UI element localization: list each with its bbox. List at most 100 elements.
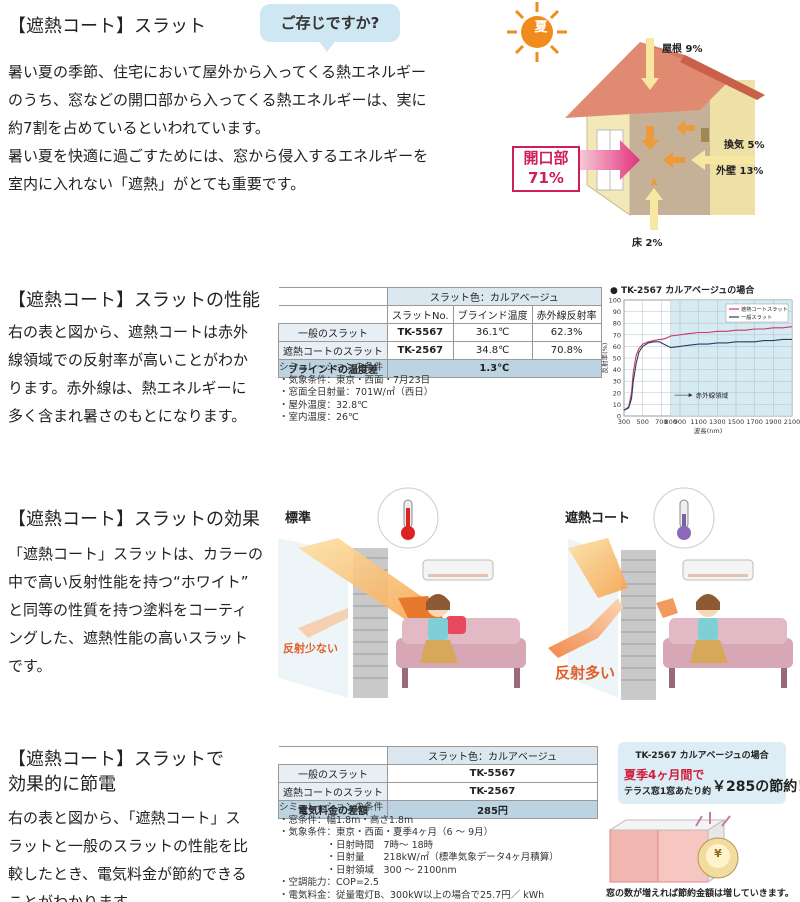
effect-line: ングした、遮熱性能の高いスラット: [8, 629, 249, 647]
floor-ratio: 床 2%: [632, 238, 663, 249]
roof-ratio: 屋根 9%: [662, 44, 703, 55]
vent-ratio: 換気 5%: [724, 140, 765, 151]
row-value: TK-5567: [387, 764, 598, 783]
y-tick-label: 10: [613, 401, 621, 409]
effect-line: 「遮熱コート」スラットは、カラーの: [8, 545, 264, 563]
x-tick-label: 1700: [746, 418, 763, 426]
intro-title: 【遮熱コート】スラット: [8, 16, 206, 37]
standard-label: 標準: [285, 511, 312, 526]
table-diff-row: 電気料金の差額 285円: [278, 800, 598, 819]
saving-color-header: スラット色：カルアベージュ: [387, 746, 598, 765]
note-line: ・窓面全日射量：701W/㎡（西日）: [279, 387, 434, 398]
x-tick-label: 500: [636, 418, 648, 426]
note-line: ・日射時間 7時～ 18時: [279, 839, 434, 851]
col-blind-temp: ブラインド温度: [452, 305, 533, 324]
opening-name: 開口部: [523, 149, 569, 167]
promo-red: 夏季4ヶ月間で: [624, 768, 705, 782]
chart-title: ● TK-2567 カルアベージュの場合: [610, 286, 755, 296]
performance-table: スラット色：カルアベージュ スラットNo. ブラインド温度 赤外線反射率 一般の…: [278, 287, 602, 378]
table-diff-row: ブラインドの温度差 1.3℃: [278, 359, 602, 378]
intro-line: 暑い夏を快適に過ごすためには、窓から侵入するエネルギーを: [8, 147, 429, 165]
row-value: TK-2567: [387, 782, 598, 801]
y-tick-label: 30: [613, 378, 621, 386]
row-label: 遮熱コートのスラット: [278, 341, 388, 360]
info-bubble-text: ご存じですか?: [260, 4, 400, 42]
note-line: シミュレーションの条件: [279, 802, 384, 813]
row-slat-no: TK-5567: [387, 323, 454, 342]
opening-badge: 開口部 71%: [512, 146, 580, 192]
y-tick-label: 70: [613, 331, 621, 339]
intro-line: 暑い夏の季節、住宅において屋外から入ってくる熱エネルギー: [8, 63, 427, 81]
saving-line: ことがわかります。: [8, 893, 142, 902]
room-scenes-illustration: [278, 487, 793, 700]
saving-line: 右の表と図から、「遮熱コート」ス: [8, 809, 241, 827]
coin-icon: ¥: [714, 847, 722, 860]
opening-value: 71%: [528, 169, 564, 187]
wall-ratio: 外壁 13%: [716, 166, 764, 177]
house-heat-illustration: [507, 2, 765, 230]
saving-table: スラット色：カルアベージュ 一般のスラット TK-5567 遮熱コートのスラット…: [278, 746, 598, 819]
region-arrow-head: [688, 393, 693, 398]
x-tick-label: 1300: [709, 418, 726, 426]
x-tick-label: 700: [655, 418, 667, 426]
intro-line: のうち、窓などの開口部から入ってくる熱エネルギーは、実に: [8, 91, 427, 109]
sun-label: 夏: [534, 20, 548, 35]
chart-legend: [725, 303, 789, 323]
table-row: 遮熱コートのスラット TK-2567: [278, 782, 598, 801]
info-bubble: ご存じですか?: [260, 4, 400, 54]
saving-paragraph: 右の表と図から、「遮熱コート」ス ラットと一般のスラットの性能を比 較したとき、…: [8, 804, 248, 902]
performance-paragraph: 右の表と図から、遮熱コートは赤外 線領域での反射率が高いことがわか ります。赤外…: [8, 318, 248, 430]
row-temp: 36.1℃: [452, 323, 533, 342]
note-line: ・日射量 218kW/㎡（標準気象データ4ヶ月積算）: [279, 852, 559, 863]
intro-paragraph: 暑い夏の季節、住宅において屋外から入ってくる熱エネルギー のうち、窓などの開口部…: [8, 58, 428, 198]
series-line: [623, 326, 793, 411]
y-tick-label: 90: [613, 308, 621, 316]
note-line: ・電気料金：従量電灯B、300kW以上の場合で25.7円／ kWh: [279, 889, 545, 901]
col-ir-reflect: 赤外線反射率: [531, 305, 602, 324]
row-label: 一般のスラット: [278, 323, 388, 342]
bubble-tail: [318, 40, 336, 52]
intro-line: 約7割を占めているといわれています。: [8, 119, 270, 137]
y-tick-label: 80: [613, 320, 621, 328]
effect-line: 中で高い反射性能を持つ“ホワイト”: [8, 573, 249, 591]
diff-label: ブラインドの温度差: [278, 359, 388, 378]
performance-notes: シミュレーションの条件 ・気象条件：東京・西面・7月23日 ・窓面全日射量：70…: [279, 362, 433, 425]
series-line: [623, 338, 792, 411]
legend-label: 遮熱コートスラット: [741, 305, 788, 313]
standard-scene: [278, 487, 526, 698]
row-temp: 34.8℃: [452, 341, 533, 360]
standard-reflect-label: 反射少ない: [283, 642, 338, 655]
saving-title-2: 効果的に節電: [8, 774, 116, 795]
note-line: ・窓条件：幅1.8m・高さ1.8m: [279, 814, 414, 826]
saving-title-1: 【遮熱コート】スラットで: [8, 749, 224, 770]
effect-line: です。: [8, 657, 52, 675]
row-label: 遮熱コートのスラット: [278, 782, 388, 801]
coat-reflect-label: 反射多い: [555, 664, 616, 682]
y-tick-label: 0: [617, 413, 621, 421]
note-line: ・気象条件：東京・西面・夏季4ヶ月（6 ～ 9月）: [279, 827, 494, 838]
row-reflect: 62.3%: [531, 323, 602, 342]
saving-caption: 窓の数が増えれば節約金額は増していきます。: [606, 889, 794, 899]
saving-notes: シミュレーションの条件 ・窓条件：幅1.8m・高さ1.8m ・気象条件：東京・西…: [279, 802, 559, 902]
diff-value: 1.3℃: [387, 359, 602, 378]
x-tick-label: 1900: [765, 418, 782, 426]
effect-title: 【遮熱コート】スラットの効果: [8, 509, 260, 530]
y-tick-label: 50: [613, 355, 621, 363]
note-line: シミュレーションの条件: [279, 362, 384, 373]
saving-line: ラットと一般のスラットの性能を比: [8, 837, 249, 855]
note-line: ・日射領域 300 ～ 2100nm: [279, 864, 457, 876]
effect-paragraph: 「遮熱コート」スラットは、カラーの 中で高い反射性能を持つ“ホワイト” と同等の…: [8, 540, 263, 680]
saving-line: 較したとき、電気料金が節約できる: [8, 865, 247, 883]
note-line: ・気象条件：東京・西面・7月23日: [279, 374, 431, 386]
diff-value: 285円: [387, 800, 598, 819]
table-row: 遮熱コートのスラット TK-2567 34.8℃ 70.8%: [278, 341, 602, 360]
performance-line: 多く含まれ暑さのもとになります。: [8, 407, 247, 425]
x-tick-label: 1500: [728, 418, 745, 426]
note-line: ・屋外温度：32.8℃: [279, 399, 368, 411]
x-tick-label: 900: [674, 418, 686, 426]
intro-line: 室内に入れない「遮熱」がとても重要です。: [8, 175, 306, 193]
y-tick-label: 60: [613, 343, 621, 351]
promo-sub: テラス窓1窓あたり約: [624, 787, 712, 797]
row-slat-no: TK-2567: [387, 341, 454, 360]
